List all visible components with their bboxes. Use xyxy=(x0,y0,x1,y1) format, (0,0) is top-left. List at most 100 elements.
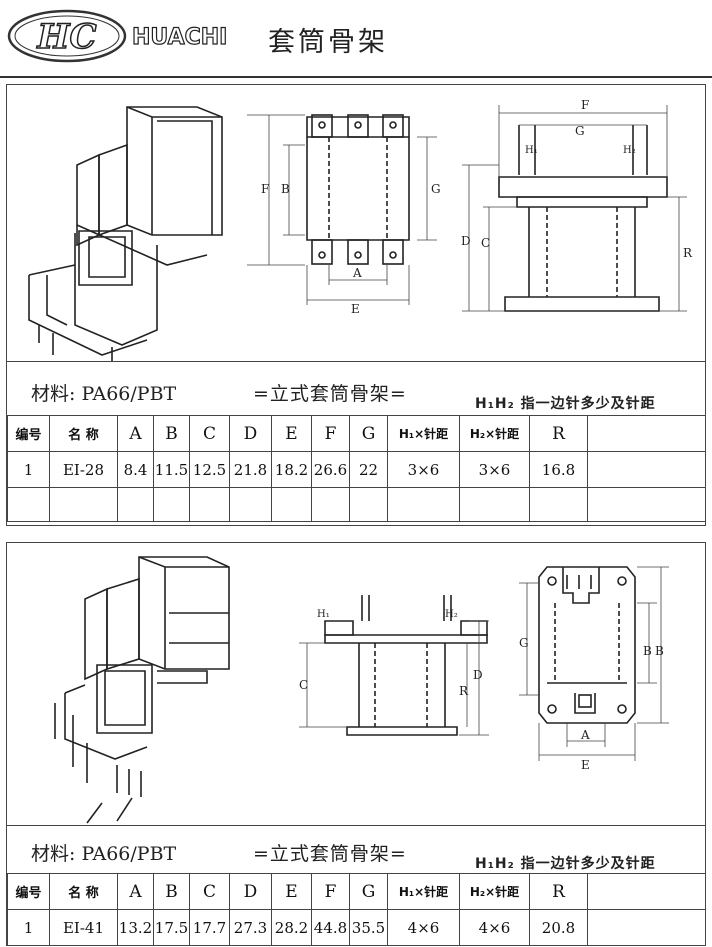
dimension-labels: H₁ H₂ C R D G B B A E xyxy=(299,609,664,772)
cell-r: 20.8 xyxy=(529,909,588,946)
cell-d: 21.8 xyxy=(229,451,272,488)
col-header-r: R xyxy=(529,415,588,452)
cell-r: 16.8 xyxy=(529,451,588,488)
col-header-name: 名 称 xyxy=(49,415,118,452)
dim-label-h2: H₂ xyxy=(623,145,636,156)
dim-label-e: E xyxy=(351,302,360,316)
col-header-b: B xyxy=(153,415,190,452)
table-header-row: 编号 名 称 A B C D E F G H₁×针距 H₂×针距 R xyxy=(7,415,706,452)
dim-label-e: E xyxy=(581,758,590,772)
form-title: =立式套筒骨架= xyxy=(253,383,407,405)
col-header-a: A xyxy=(117,873,154,910)
col-header-number: 编号 xyxy=(7,415,50,452)
cell-number: 1 xyxy=(7,909,50,946)
dim-label-g: G xyxy=(431,182,441,196)
cell-e: 18.2 xyxy=(271,451,312,488)
cell-f: 26.6 xyxy=(311,451,350,488)
cell-blank xyxy=(587,909,706,946)
col-header-d: D xyxy=(229,415,272,452)
col-header-e: E xyxy=(271,873,312,910)
col-header-number: 编号 xyxy=(7,873,50,910)
cell-h1: 3×6 xyxy=(387,451,460,488)
cell-d: 27.3 xyxy=(229,909,272,946)
col-header-name: 名 称 xyxy=(49,873,118,910)
col-header-r: R xyxy=(529,873,588,910)
col-header-h2: H₂×针距 xyxy=(459,415,530,452)
dim-label-d: D xyxy=(461,234,471,248)
huachi-logo: HC xyxy=(7,9,127,63)
cell-h1: 4×6 xyxy=(387,909,460,946)
dim-label-h1: H₁ xyxy=(525,145,538,156)
drawing-divider xyxy=(7,361,705,362)
header-divider xyxy=(0,76,712,78)
cell-b: 11.5 xyxy=(153,451,190,488)
table-row: 1 EI-41 13.2 17.5 17.7 27.3 28.2 44.8 35… xyxy=(7,909,706,946)
cell-a: 8.4 xyxy=(117,451,154,488)
logo-text: HC xyxy=(36,17,96,57)
brand-name: HUACHI xyxy=(131,24,228,50)
dim-label-r: R xyxy=(459,684,469,698)
cell-g: 35.5 xyxy=(349,909,388,946)
cell-name: EI-28 xyxy=(49,451,118,488)
bobbin-front-view xyxy=(306,114,410,265)
col-header-g: G xyxy=(349,873,388,910)
dim-label-d: D xyxy=(473,668,483,682)
pin-note: H₁H₂ 指一边针多少及针距 xyxy=(475,396,656,412)
dim-label-h2: H₂ xyxy=(445,609,458,620)
dim-label-b: B xyxy=(281,182,290,196)
col-header-g: G xyxy=(349,415,388,452)
dim-label-f-side: F xyxy=(581,98,589,112)
cell-a: 13.2 xyxy=(117,909,154,946)
col-header-h1: H₁×针距 xyxy=(387,873,460,910)
bobbin-drawing-ei41: H₁ H₂ C R D G B B A E xyxy=(54,556,669,824)
page-title: 套筒骨架 xyxy=(268,27,388,58)
dimension-labels: F B G A E F G H₁ H₂ D C R xyxy=(261,98,693,316)
bobbin-drawing-ei28: F B G A E F G H₁ H₂ D C R xyxy=(28,98,693,361)
col-header-f: F xyxy=(311,873,350,910)
bobbin-top-view xyxy=(538,566,636,724)
cell-blank xyxy=(587,451,706,488)
dim-label-h1: H₁ xyxy=(317,609,330,620)
dim-label-a: A xyxy=(352,266,362,280)
cell-g: 22 xyxy=(349,451,388,488)
dim-label-r: R xyxy=(683,246,693,260)
cell-h2: 4×6 xyxy=(459,909,530,946)
dimension-lines xyxy=(299,566,669,761)
dim-label-a: A xyxy=(580,728,590,742)
pin-note: H₁H₂ 指一边针多少及针距 xyxy=(475,856,656,872)
col-header-e: E xyxy=(271,415,312,452)
bobbin-side-view xyxy=(324,595,488,736)
col-header-c: C xyxy=(189,873,230,910)
table-header-row: 编号 名 称 A B C D E F G H₁×针距 H₂×针距 R xyxy=(7,873,706,910)
dim-label-b-outer: B xyxy=(655,644,664,658)
col-header-blank xyxy=(587,873,706,910)
spec-panel-ei28: F B G A E F G H₁ H₂ D C R 材料: PA66/PBT =… xyxy=(6,84,706,526)
spec-table-ei41: 编号 名 称 A B C D E F G H₁×针距 H₂×针距 R 1 EI-… xyxy=(7,873,706,946)
cell-name: EI-41 xyxy=(49,909,118,946)
dim-label-b: B xyxy=(643,644,652,658)
bobbin-isometric-view xyxy=(28,106,223,361)
col-header-f: F xyxy=(311,415,350,452)
material-label: 材料: PA66/PBT xyxy=(31,843,177,865)
bobbin-isometric-view xyxy=(54,556,230,824)
col-header-h2: H₂×针距 xyxy=(459,873,530,910)
form-title: =立式套筒骨架= xyxy=(253,843,407,865)
drawing-divider xyxy=(7,825,705,826)
cell-b: 17.5 xyxy=(153,909,190,946)
col-header-h1: H₁×针距 xyxy=(387,415,460,452)
col-header-d: D xyxy=(229,873,272,910)
cell-h2: 3×6 xyxy=(459,451,530,488)
dim-label-c: C xyxy=(299,678,308,692)
cell-c: 17.7 xyxy=(189,909,230,946)
cell-e: 28.2 xyxy=(271,909,312,946)
spec-table-ei28: 编号 名 称 A B C D E F G H₁×针距 H₂×针距 R 1 EI-… xyxy=(7,415,706,522)
dim-label-g: G xyxy=(519,636,529,650)
col-header-blank xyxy=(587,415,706,452)
dim-label-g-side: G xyxy=(575,124,585,138)
col-header-a: A xyxy=(117,415,154,452)
table-row: 1 EI-28 8.4 11.5 12.5 21.8 18.2 26.6 22 … xyxy=(7,451,706,488)
table-row-empty xyxy=(7,487,706,522)
dim-label-c: C xyxy=(481,236,490,250)
dimension-lines xyxy=(247,105,687,312)
material-label: 材料: PA66/PBT xyxy=(31,383,177,405)
